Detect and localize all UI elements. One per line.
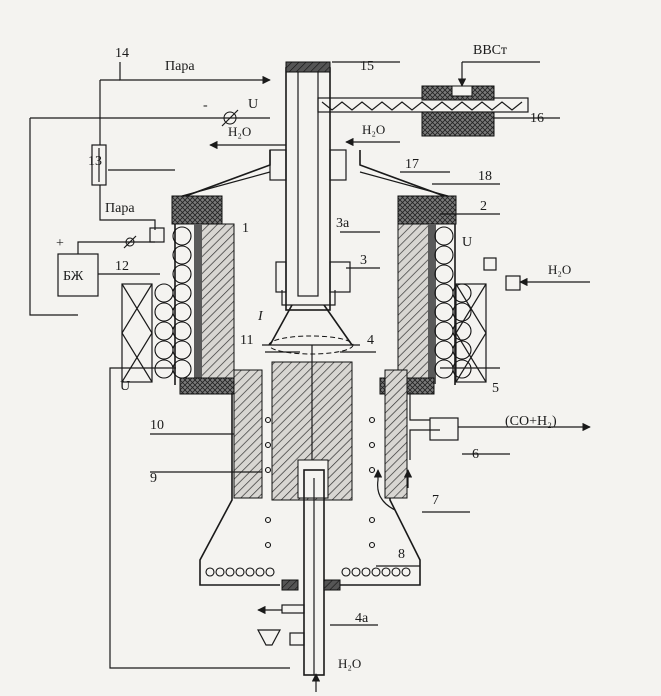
droplet: [341, 567, 351, 577]
droplet: [264, 516, 272, 524]
label-1: 1: [242, 221, 249, 236]
coil-turn: [434, 245, 454, 265]
label-2: 2: [480, 199, 487, 214]
coil-turn: [452, 321, 472, 341]
droplet: [391, 567, 401, 577]
reactor-body: [171, 150, 457, 385]
coil-turn: [434, 264, 454, 284]
label-h2o-bottom: H₂O: [338, 656, 361, 671]
label-3: 3: [360, 253, 367, 268]
label-h2o-right: H₂O: [548, 262, 571, 277]
label-17: 17: [405, 157, 419, 172]
label-minus-top: -: [203, 98, 208, 113]
droplet: [368, 441, 376, 449]
central-tube: [262, 61, 360, 355]
coil-right: [434, 226, 472, 379]
label-9: 9: [150, 471, 157, 486]
droplet: [264, 466, 272, 474]
coil-turn: [434, 283, 454, 303]
coil-turn: [172, 264, 192, 284]
droplet: [265, 567, 275, 577]
lower-chamber: [179, 345, 435, 676]
label-14: 14: [115, 46, 129, 61]
label-4a: 4а: [355, 611, 369, 626]
droplet: [215, 567, 225, 577]
coil-turn: [154, 283, 174, 303]
label-10: 10: [150, 418, 164, 433]
magnet-coils: [121, 283, 487, 383]
droplet: [225, 567, 235, 577]
droplet: [371, 567, 381, 577]
coil-turn: [154, 340, 174, 360]
piping-left: [29, 62, 590, 692]
coil-turn: [172, 245, 192, 265]
droplet: [255, 567, 265, 577]
label-4: 4: [367, 333, 374, 348]
label-12: 12: [115, 259, 129, 274]
droplet: [245, 567, 255, 577]
label-gas-out: (CO+H₂): [505, 414, 557, 429]
droplets: [205, 416, 411, 577]
feeder: [317, 61, 540, 137]
label-h2o-top-left: H₂O: [228, 124, 251, 139]
label-u-top: U: [248, 97, 258, 112]
coil-turn: [154, 321, 174, 341]
coil-turn: [452, 359, 472, 379]
label-para-left: Пара: [105, 201, 135, 216]
label-5: 5: [492, 381, 499, 396]
droplet: [264, 441, 272, 449]
label-vvst: ВВСт: [473, 43, 507, 58]
label-13: 13: [88, 154, 102, 169]
label-plus: +: [56, 236, 64, 251]
droplet: [368, 416, 376, 424]
coil-turn: [172, 226, 192, 246]
label-3a: 3а: [336, 216, 350, 231]
label-8: 8: [398, 547, 405, 562]
label-u-right: U: [462, 235, 472, 250]
coil-turn: [434, 226, 454, 246]
droplet: [235, 567, 245, 577]
droplet: [381, 567, 391, 577]
label-roman-1: I: [257, 309, 264, 324]
droplet: [264, 416, 272, 424]
label-18: 18: [478, 169, 492, 184]
label-u-left: U: [120, 379, 130, 394]
label-bzh: БЖ: [63, 269, 84, 284]
droplet: [351, 567, 361, 577]
label-16: 16: [530, 111, 544, 126]
label-minus-left: -: [72, 307, 77, 322]
coil-turn: [154, 359, 174, 379]
coil-turn: [452, 302, 472, 322]
droplet: [264, 541, 272, 549]
label-6: 6: [472, 447, 479, 462]
coil-turn: [434, 321, 454, 341]
coil-turn: [434, 359, 454, 379]
droplet: [361, 567, 371, 577]
coil-turn: [452, 340, 472, 360]
label-para-top: Пара: [165, 59, 195, 74]
droplet: [368, 466, 376, 474]
droplet: [205, 567, 215, 577]
leader-lines: [98, 61, 560, 626]
label-11: 11: [240, 333, 253, 348]
label-7: 7: [432, 493, 439, 508]
droplet: [368, 541, 376, 549]
coil-turn: [434, 302, 454, 322]
coil-turn: [434, 340, 454, 360]
label-h2o-top-right: H₂O: [362, 122, 385, 137]
coil-left: [154, 226, 192, 379]
droplet: [401, 567, 411, 577]
label-15: 15: [360, 59, 374, 74]
coil-turn: [154, 302, 174, 322]
droplet: [368, 516, 376, 524]
gas-outlet: [373, 392, 591, 511]
